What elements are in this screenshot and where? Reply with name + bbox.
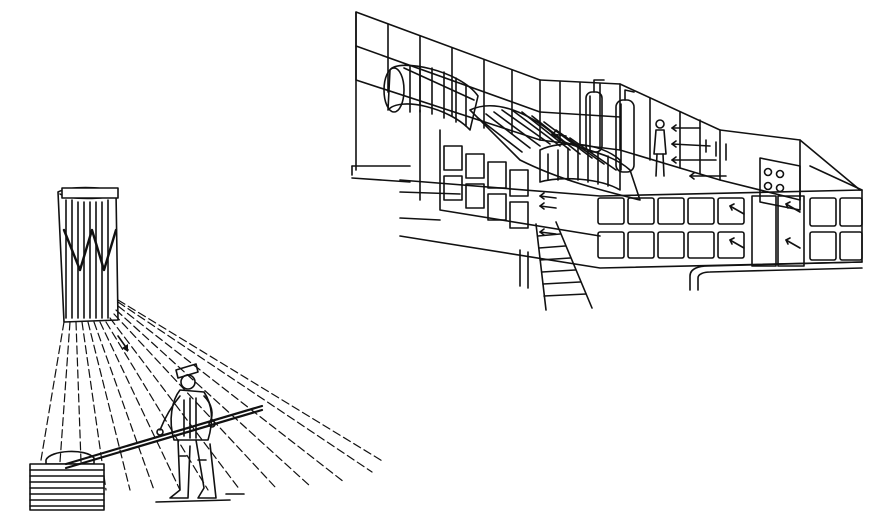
back-wall-windows	[355, 11, 621, 171]
worker-figure	[156, 363, 217, 499]
standing-worker	[653, 119, 667, 177]
air-shower-worker-illustration	[29, 186, 385, 511]
flow-arrow	[117, 335, 129, 352]
tool-bar	[64, 404, 264, 470]
vertical-pipes	[585, 79, 635, 173]
airflow-arrows-lower	[539, 130, 801, 249]
front-panel-wall	[399, 109, 863, 269]
air-nozzle	[57, 186, 119, 323]
airflow-arrows-upper	[671, 124, 727, 180]
control-room	[619, 83, 861, 201]
casing	[469, 105, 641, 201]
industrial-hall-illustration	[351, 11, 863, 311]
ground	[155, 493, 245, 503]
gauge-panel	[759, 157, 801, 211]
turbine-cylinder	[383, 64, 479, 131]
floor-pipe	[519, 249, 863, 291]
inclined-ladder	[535, 221, 593, 311]
air-stream	[35, 299, 385, 491]
floor-lines	[351, 165, 461, 221]
